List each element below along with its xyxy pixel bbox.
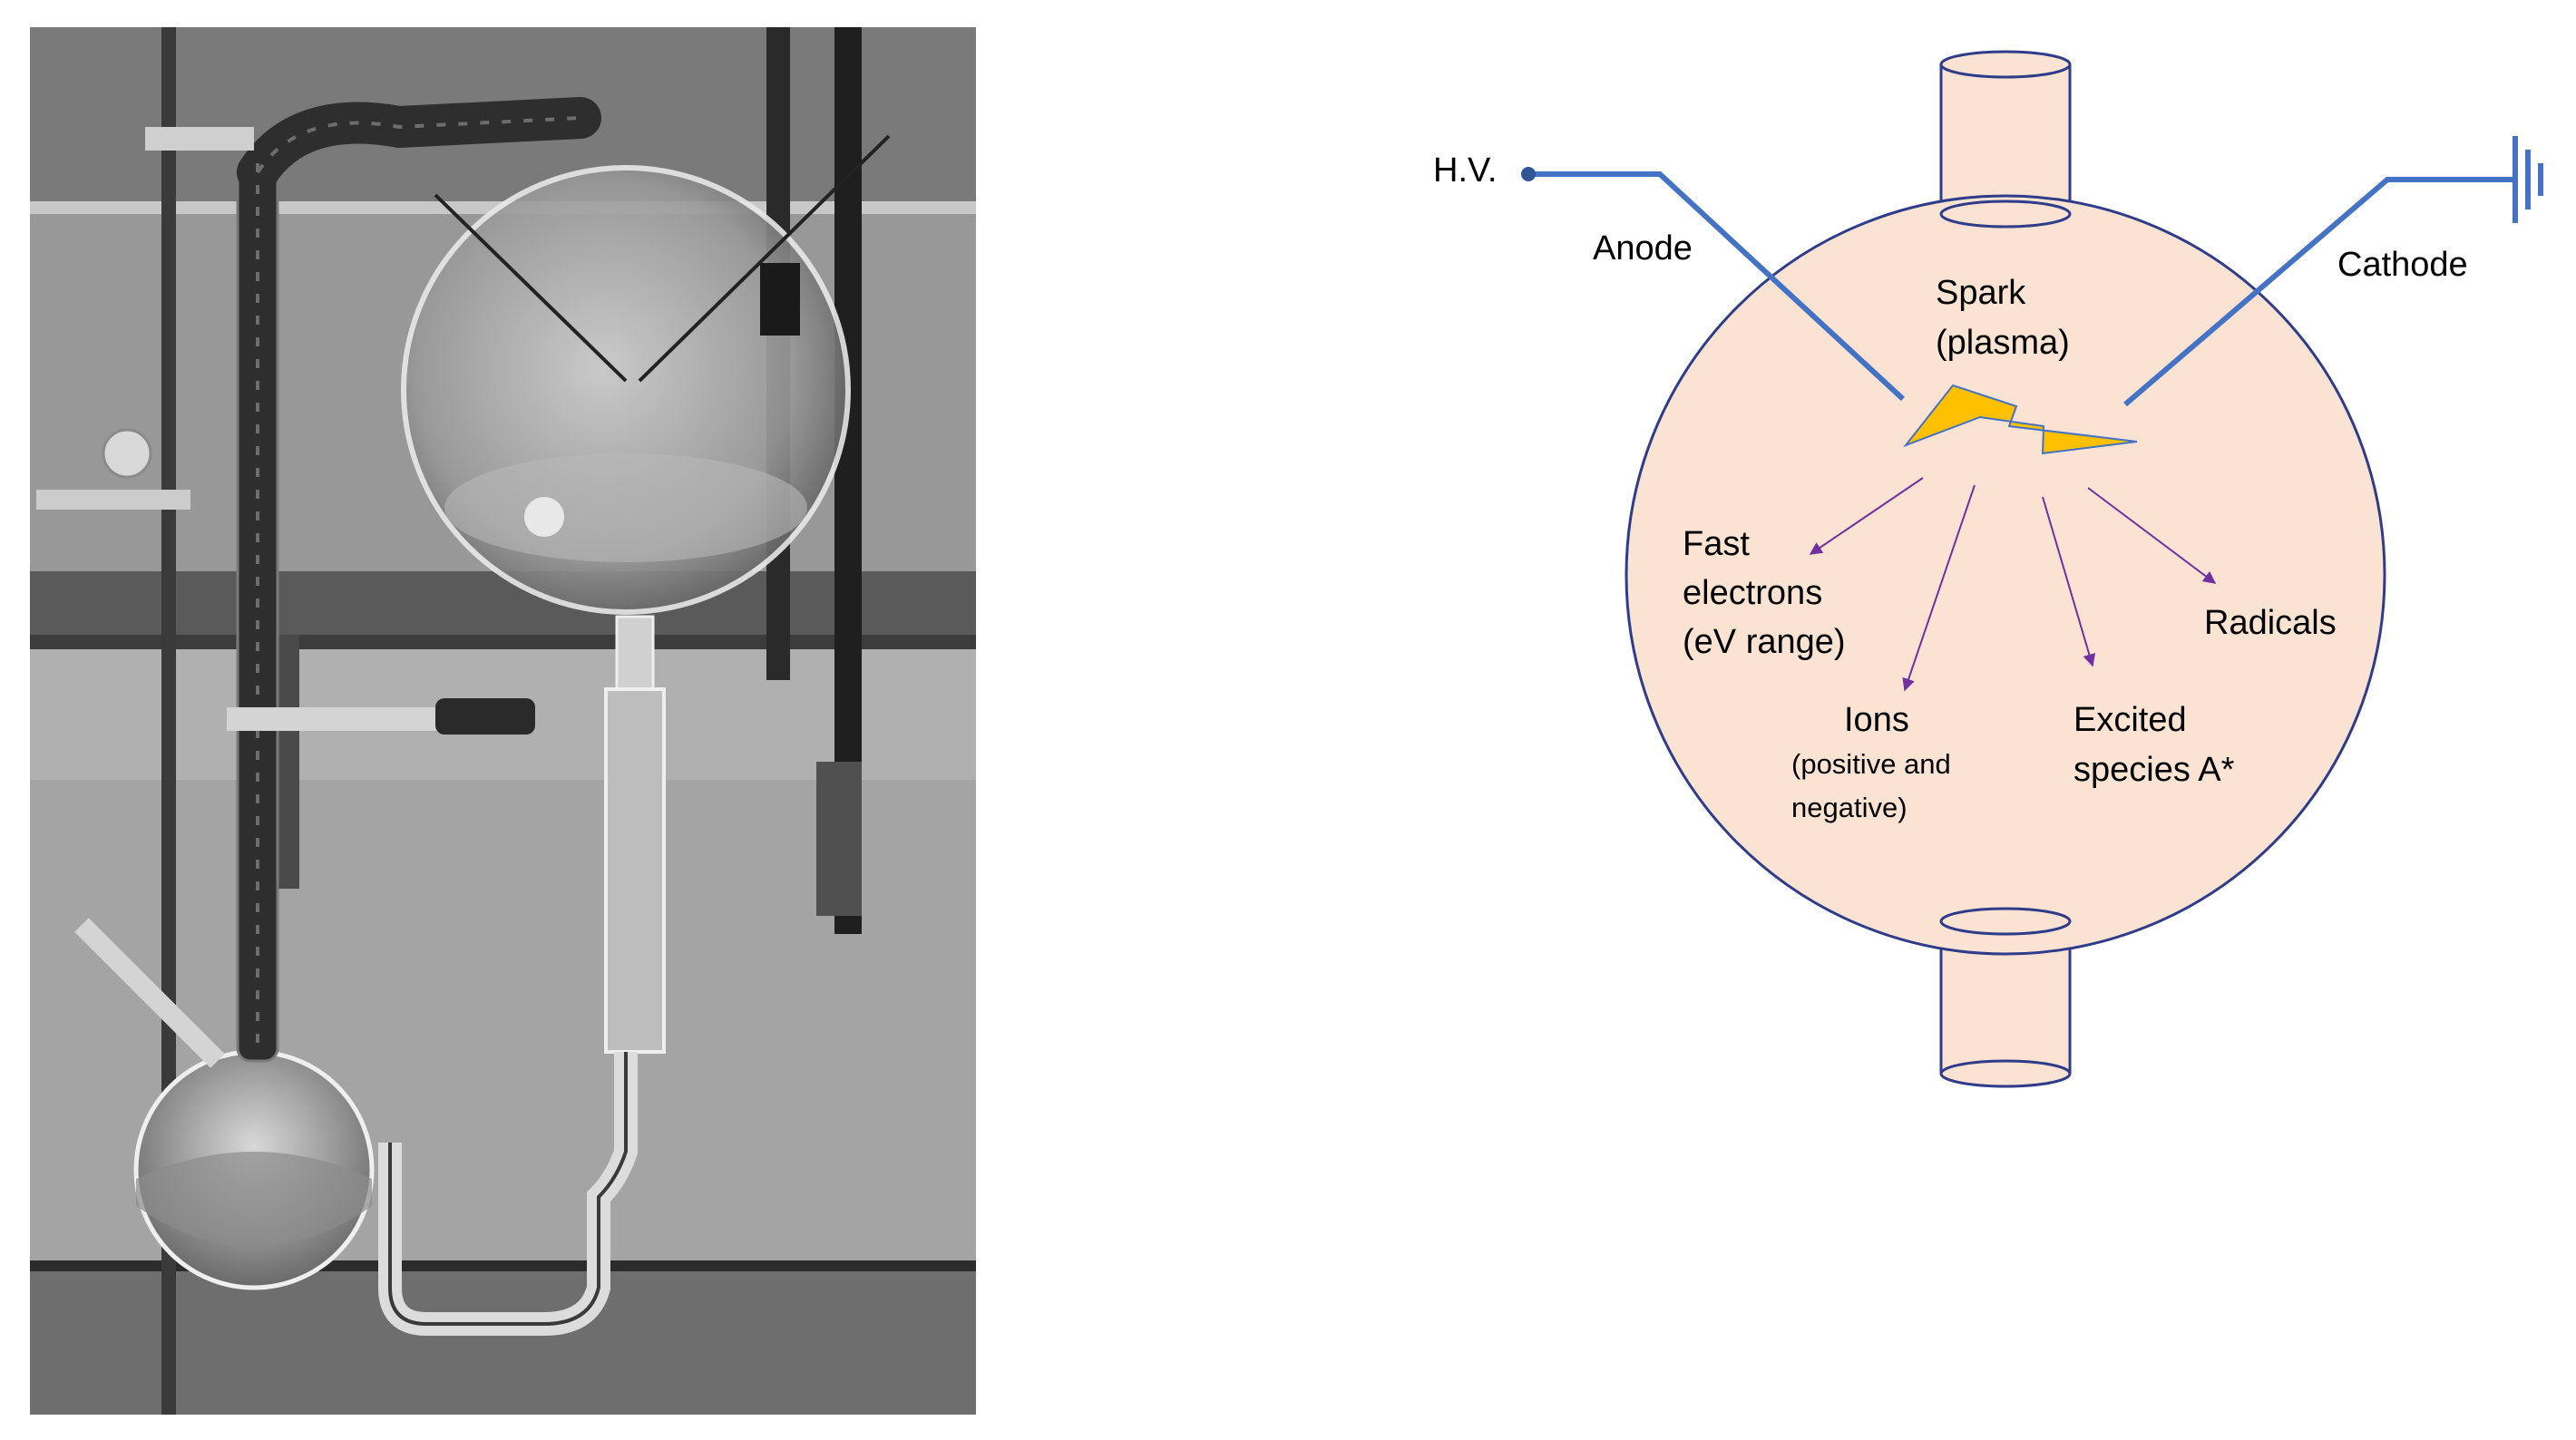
fast-electrons-label-line2: electrons	[1683, 574, 1822, 612]
condenser-jacket	[604, 687, 666, 1054]
spark-discharge-diagram: H.V. Anode Cathode Spark (plasma) Fast e…	[1433, 50, 2543, 1088]
photo-shelf-band	[30, 571, 976, 644]
cathode-label: Cathode	[2337, 246, 2468, 284]
anode-electrode	[1528, 171, 1906, 402]
arrow-fast-electrons	[1809, 477, 1924, 555]
side-arm	[74, 918, 225, 1068]
flask-liquid-reflection	[444, 453, 807, 562]
clamp-knob	[435, 698, 535, 735]
bottom-port-base	[1939, 1059, 2072, 1088]
top-port-rim	[1939, 50, 2072, 79]
top-port-opening	[1939, 199, 2072, 229]
stopcock-arm	[36, 490, 190, 510]
stopcock	[102, 428, 152, 479]
ions-label-line2: (positive and	[1791, 748, 1951, 780]
top-port-cylinder	[1939, 50, 2072, 214]
fast-electrons-label-line1: Fast	[1683, 525, 1750, 563]
side-bracket	[816, 762, 862, 916]
ions-label-line3: negative)	[1791, 792, 1908, 823]
electrode-wire-left	[434, 193, 628, 383]
ground-icon	[2513, 136, 2543, 223]
clamp-top	[145, 127, 254, 151]
excited-species-label-line1: Excited	[2073, 701, 2187, 739]
insulated-tube-top	[237, 97, 601, 193]
reaction-flask	[1625, 194, 2386, 956]
ions-label-line1: Ions	[1844, 701, 1909, 739]
clamp-middle	[227, 707, 444, 731]
hv-label: H.V.	[1433, 151, 1497, 190]
arrow-ions	[1902, 484, 1976, 692]
anode-label: Anode	[1593, 229, 1693, 268]
fast-electrons-label-line3: (eV range)	[1683, 623, 1846, 661]
spark-label-line1: Spark	[1936, 274, 2026, 312]
flask-side-label	[760, 263, 800, 336]
miller-urey-apparatus-photo	[30, 27, 976, 1415]
electrode-wire-right	[638, 134, 891, 383]
spark-label-line2: (plasma)	[1936, 324, 2070, 362]
arrow-excited-species	[2042, 496, 2096, 667]
spark-lightning-icon	[1902, 384, 2138, 455]
stand-rod-left	[161, 27, 176, 1415]
flask-neck	[615, 615, 655, 691]
top-port-body	[1941, 64, 2070, 214]
flask-bubble	[524, 497, 564, 537]
hv-terminal	[1521, 167, 1536, 181]
boiling-water	[136, 1152, 372, 1247]
arrow-radicals	[2087, 487, 2217, 584]
photo-bench	[30, 1270, 976, 1415]
bottom-port-opening	[1939, 907, 2072, 936]
excited-species-label-line2: species A*	[2073, 751, 2235, 789]
radicals-label: Radicals	[2204, 604, 2337, 642]
cathode-electrode	[2123, 177, 2515, 407]
u-tube-edge	[388, 1052, 628, 1326]
